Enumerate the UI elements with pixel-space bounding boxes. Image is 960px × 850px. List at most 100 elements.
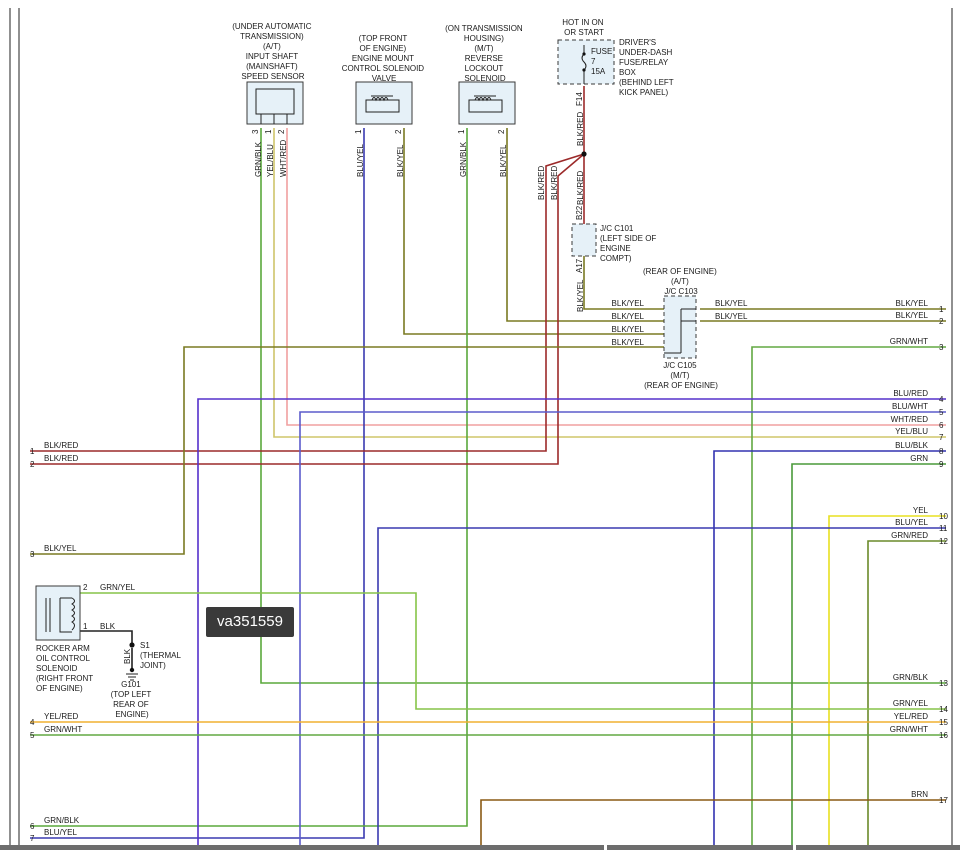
jc-out-label-1: BLK/YEL [715, 299, 748, 308]
left-connector-wire-label: BLK/YEL [44, 544, 77, 553]
right-connector-wire-label: YEL [913, 506, 929, 515]
vertical-wire-labels: GRN/BLK YEL/BLU WHT/RED BLU/YEL BLK/YEL … [254, 112, 585, 312]
right-connector-num: 1 [939, 305, 944, 314]
right-connector-labels: 1BLK/YEL2BLK/YEL3GRN/WHT4BLU/RED5BLU/WHT… [890, 299, 949, 805]
fuse-label: FUSE 7 15A [591, 47, 615, 76]
wire-label-blk-ground: BLK [123, 648, 132, 664]
fuse-pin-label: F14 [575, 92, 584, 106]
left-connector-wire-label: BLU/YEL [44, 828, 77, 837]
left-connector-num: 4 [30, 718, 35, 727]
left-connector-num: 2 [30, 460, 35, 469]
fuse-hot-label: HOT IN ON OR START [562, 18, 605, 37]
wire-label-wht-red-sensor: WHT/RED [279, 139, 288, 177]
wire-label-blk-yel-lockout: BLK/YEL [499, 144, 508, 177]
wire-blk-ground [80, 630, 133, 645]
speed-sensor-box [246, 81, 304, 125]
wire-blu-yel-11 [377, 527, 946, 850]
wire-blk-yel-3-left [30, 346, 664, 555]
left-connector-wire-label: BLK/RED [44, 441, 78, 450]
jc103-label: (REAR OF ENGINE) (A/T) J/C C103 [643, 267, 719, 296]
wire-label-blk-red-c101: BLK/RED [576, 171, 585, 205]
wire-blk-yel-c101 [583, 256, 664, 310]
wire-blu-blk-8 [713, 450, 946, 850]
mount-valve-pin-2: 2 [394, 129, 403, 134]
speed-sensor: (UNDER AUTOMATIC TRANSMISSION) (A/T) INP… [232, 22, 314, 134]
lockout-solenoid-pin-1: 1 [457, 129, 466, 134]
right-connector-num: 13 [939, 679, 948, 688]
fuse-box-description: DRIVER'S UNDER-DASH FUSE/RELAY BOX (BEHI… [619, 38, 676, 97]
wire-label-grn-blk-lockout: GRN/BLK [459, 141, 468, 177]
right-connector-wire-label: BLU/WHT [892, 402, 928, 411]
right-connector-num: 9 [939, 460, 944, 469]
speed-sensor-label: (UNDER AUTOMATIC TRANSMISSION) (A/T) INP… [232, 22, 314, 81]
wire-blk-yel-mount [403, 128, 664, 335]
right-connector-wire-label: BLU/BLK [895, 441, 929, 450]
right-connector-wire-label: YEL/RED [894, 712, 928, 721]
right-connector-num: 11 [939, 524, 948, 533]
mount-valve-box [355, 81, 413, 125]
speed-sensor-pin-3: 3 [251, 129, 260, 134]
right-connector-num: 15 [939, 718, 948, 727]
wire-blu-red-4 [197, 398, 946, 850]
wire-blk-yel-lockout [506, 128, 664, 322]
right-connector-wire-label: GRN/WHT [890, 725, 928, 734]
right-connector-num: 14 [939, 705, 948, 714]
right-connector-wire-label: YEL/BLU [895, 427, 928, 436]
wire-label-blk-rocker: BLK [100, 622, 116, 631]
g101-label: G101 (TOP LEFT REAR OF ENGINE) [111, 680, 154, 719]
wire-label-blu-yel-valve: BLU/YEL [356, 144, 365, 177]
right-connector-num: 7 [939, 433, 944, 442]
wire-label-grn-yel-rocker: GRN/YEL [100, 583, 136, 592]
left-connector-num: 6 [30, 822, 35, 831]
right-connector-wire-label: GRN/YEL [893, 699, 929, 708]
right-connector-num: 6 [939, 421, 944, 430]
speed-sensor-pin-2: 2 [277, 129, 286, 134]
junction-c103-c105: (REAR OF ENGINE) (A/T) J/C C103 J/C C105… [643, 267, 719, 390]
jc101-pin-bottom: A17 [575, 258, 584, 273]
right-connector-num: 16 [939, 731, 948, 740]
splice-dot-fuse [581, 151, 587, 157]
bottom-bar-gap-1 [604, 845, 607, 850]
left-connector-wire-label: YEL/RED [44, 712, 78, 721]
mount-valve-coil-icon [365, 95, 400, 113]
rocker-solenoid-coil-icon [45, 597, 75, 633]
watermark-badge: va351559 [206, 607, 294, 637]
right-connector-wire-label: BLK/YEL [896, 299, 929, 308]
jc101-pin-top: B22 [575, 205, 584, 220]
left-connector-num: 3 [30, 550, 35, 559]
left-connector-num: 5 [30, 731, 35, 740]
fuse-box-outline [557, 39, 615, 85]
fuse-terminal-top [582, 52, 586, 56]
jc103-box [663, 295, 697, 359]
wire-brn-17 [480, 799, 946, 850]
speed-sensor-symbol [255, 88, 295, 115]
right-connector-num: 5 [939, 408, 944, 417]
left-connector-wire-label: BLK/RED [44, 454, 78, 463]
right-connector-num: 4 [939, 395, 944, 404]
wire-yel-blu-7 [273, 128, 946, 438]
wire-grn-wht-3 [751, 346, 946, 850]
right-connector-num: 3 [939, 343, 944, 352]
splice-dot-s1 [129, 642, 135, 648]
left-connector-wire-label: GRN/WHT [44, 725, 82, 734]
right-connector-wire-label: GRN [910, 454, 928, 463]
s1-label: S1 (THERMAL JOINT) [140, 641, 183, 670]
right-connector-wire-label: BLU/YEL [895, 518, 928, 527]
jc-wire-labels: BLK/YEL BLK/YEL BLK/YEL BLK/YEL BLK/YEL … [612, 299, 748, 347]
wire-label-grn-blk-sensor: GRN/BLK [254, 141, 263, 177]
jc-in-label-3: BLK/YEL [612, 325, 645, 334]
right-connector-wire-label: BRN [911, 790, 928, 799]
lockout-solenoid-pin-2: 2 [497, 129, 506, 134]
right-connector-num: 12 [939, 537, 948, 546]
bottom-scrollbar [0, 845, 960, 850]
rocker-label: ROCKER ARM OIL CONTROL SOLENOID (RIGHT F… [36, 644, 95, 693]
wire-blu-yel-7-left [30, 128, 365, 839]
wires [30, 86, 946, 850]
wire-grn-blk-13 [260, 128, 946, 684]
reverse-lockout-solenoid: (ON TRANSMISSION HOUSING) (M/T) REVERSE … [445, 24, 523, 134]
fuse-relay-box: HOT IN ON OR START FUSE 7 15A DRIVER'S U… [557, 18, 676, 106]
bottom-bar-gap-2 [793, 845, 796, 850]
wire-blk-red-1 [30, 153, 585, 452]
right-connector-wire-label: GRN/WHT [890, 337, 928, 346]
